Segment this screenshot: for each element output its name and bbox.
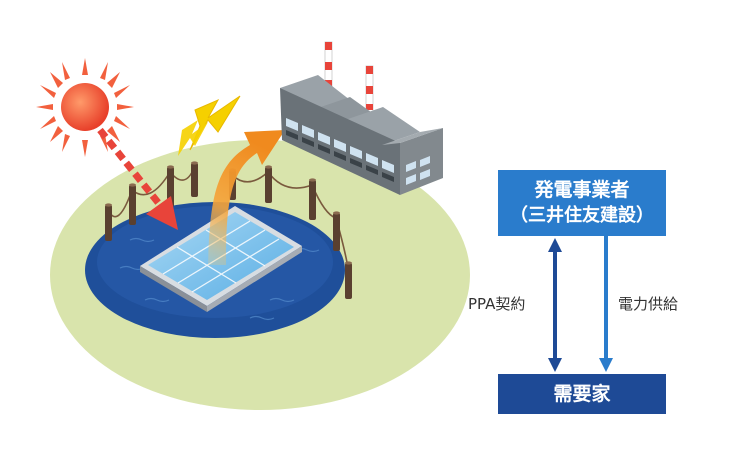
ppa-double-arrow: [548, 238, 562, 372]
water-ripples: [119, 237, 320, 321]
supply-arrow: [599, 236, 613, 372]
consumer-name: 需要家: [553, 383, 611, 405]
fence: [105, 161, 352, 299]
sunlight-arrow: [97, 127, 178, 230]
power-producer-name: 発電事業者: [534, 179, 630, 201]
factory-icon: [280, 41, 443, 195]
consumer-box: 需要家: [498, 374, 666, 414]
ppa-contract-label: PPA契約: [468, 295, 526, 313]
energy-arrow: [208, 130, 285, 265]
sun-icon: [36, 58, 134, 157]
power-producer-box: 発電事業者 （三井住友建設）: [498, 170, 666, 236]
power-supply-label: 電力供給: [618, 295, 679, 313]
lightning-icon: [178, 95, 241, 156]
power-producer-company: （三井住友建設）: [510, 205, 654, 226]
